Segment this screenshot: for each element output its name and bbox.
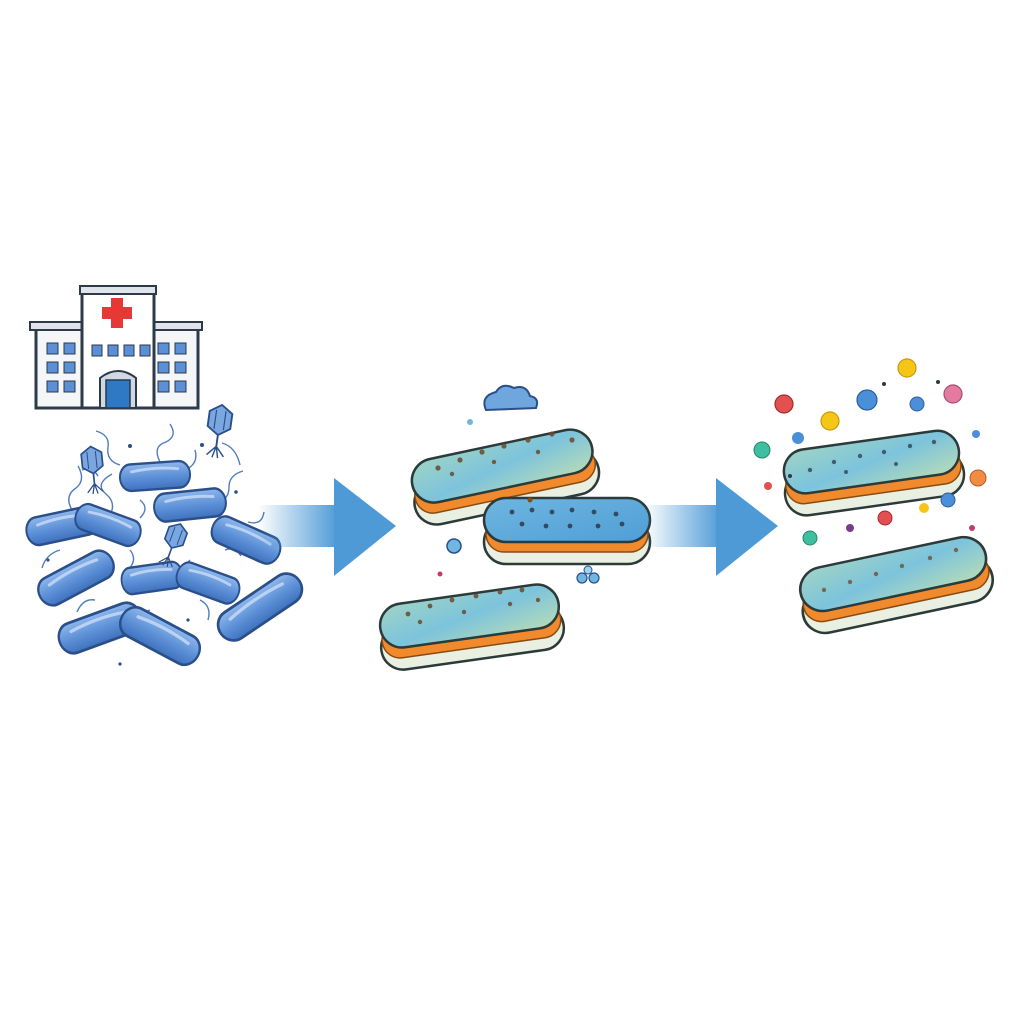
hospital-icon <box>29 285 203 410</box>
bacteria-cell-icon <box>404 423 605 530</box>
bacteria-cluster <box>22 458 310 672</box>
bacteria-icon <box>70 499 146 551</box>
cloud-icon <box>483 384 539 412</box>
bacteria-cell-icon <box>792 531 999 639</box>
bacteria-icon <box>117 458 193 494</box>
bacteria-cell-icon <box>482 496 652 566</box>
process-arrow-1 <box>258 478 396 576</box>
bacteria-cell-icon <box>777 426 969 520</box>
bacteria-icon <box>31 544 121 612</box>
bacteria-icon <box>171 558 245 608</box>
bacteriophage-icon <box>202 402 235 461</box>
bacteria-icon <box>113 600 207 672</box>
panel-engineered-bacteria <box>374 384 652 674</box>
bacteria-icon <box>151 485 229 525</box>
bacteria-cell-icon <box>374 580 568 674</box>
panel-product-release <box>753 358 999 639</box>
debris-dots <box>46 443 238 666</box>
panel-clinical-bacteria <box>22 285 310 672</box>
small-particles <box>437 419 600 584</box>
process-arrow-2 <box>644 478 778 576</box>
bacteria-icon <box>118 559 186 597</box>
molecule-particles-icon <box>753 358 987 546</box>
